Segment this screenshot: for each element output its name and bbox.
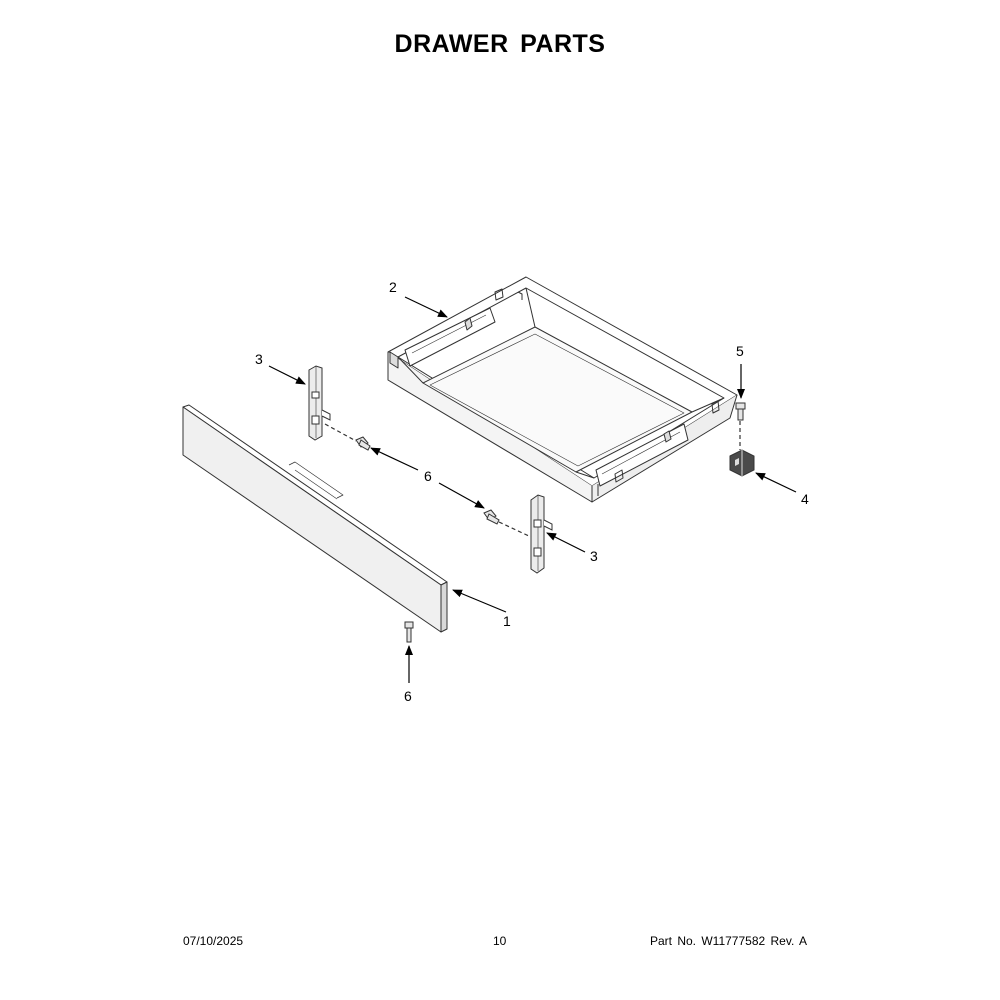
drawer-body — [387, 276, 738, 503]
drawer-clip-part-4 — [729, 449, 755, 477]
leader-arrows — [268, 296, 797, 683]
callout-6-lower: 6 — [404, 688, 412, 704]
screw-upper-left — [355, 436, 371, 451]
drawer-front-panel — [182, 404, 448, 633]
assembly-lines — [324, 421, 741, 538]
callout-3-left: 3 — [255, 351, 263, 367]
footer-part-number: Part No. W11777582 Rev. A — [650, 934, 807, 948]
footer-date: 07/10/2025 — [183, 934, 244, 948]
screw-upper-right — [483, 509, 500, 525]
screw-bottom — [404, 621, 414, 643]
callout-2: 2 — [389, 279, 397, 295]
callout-3-right: 3 — [590, 548, 598, 564]
screw-part-5 — [735, 402, 746, 421]
callout-5: 5 — [736, 343, 744, 359]
callout-6-upper: 6 — [424, 468, 432, 484]
callout-4: 4 — [801, 491, 809, 507]
page-title: DRAWER PARTS — [394, 30, 606, 58]
slide-bracket-right — [530, 494, 553, 574]
slide-bracket-left — [308, 365, 331, 441]
footer-page-number: 10 — [493, 934, 507, 948]
callout-1: 1 — [503, 613, 511, 629]
